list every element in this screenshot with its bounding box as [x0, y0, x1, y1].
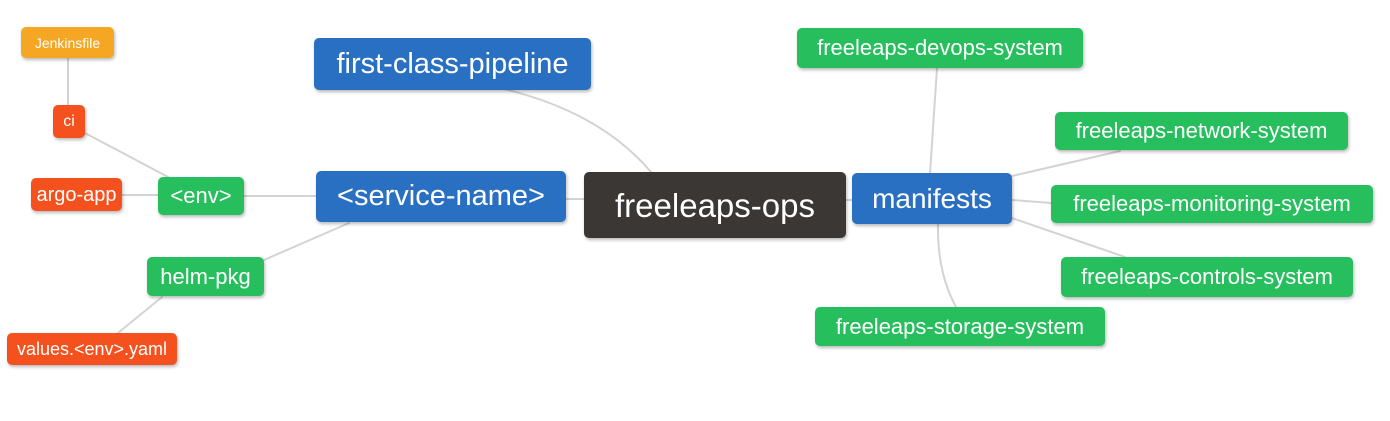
edge-ci-env: [82, 131, 171, 179]
node-devops-system[interactable]: freeleaps-devops-system: [797, 28, 1083, 68]
node-storage-system[interactable]: freeleaps-storage-system: [815, 307, 1105, 346]
node-helm-pkg[interactable]: helm-pkg: [147, 257, 264, 296]
node-env[interactable]: <env>: [158, 177, 244, 215]
node-controls-system[interactable]: freeleaps-controls-system: [1061, 257, 1353, 297]
node-manifests[interactable]: manifests: [852, 173, 1012, 224]
edge-manifests-storage-system: [936, 223, 957, 308]
edge-helm-pkg-service-name: [263, 222, 350, 261]
node-jenkinsfile[interactable]: Jenkinsfile: [21, 27, 114, 58]
edge-first-class-pipeline-freeleaps-ops: [503, 88, 652, 173]
node-monitoring-system[interactable]: freeleaps-monitoring-system: [1051, 185, 1373, 223]
edge-manifests-network-system: [1011, 150, 1121, 177]
edge-manifests-devops-system: [929, 67, 938, 175]
edge-manifests-monitoring-system: [1011, 199, 1052, 204]
node-service-name[interactable]: <service-name>: [316, 171, 566, 222]
node-network-system[interactable]: freeleaps-network-system: [1055, 112, 1348, 150]
node-values-env-yaml[interactable]: values.<env>.yaml: [7, 333, 177, 365]
node-freeleaps-ops[interactable]: freeleaps-ops: [584, 172, 846, 238]
node-ci[interactable]: ci: [53, 105, 85, 138]
node-argo-app[interactable]: argo-app: [31, 178, 122, 211]
edge-values-env-yaml-helm-pkg: [117, 296, 163, 334]
node-first-class-pipeline[interactable]: first-class-pipeline: [314, 38, 591, 90]
edge-manifests-controls-system: [1008, 216, 1126, 258]
